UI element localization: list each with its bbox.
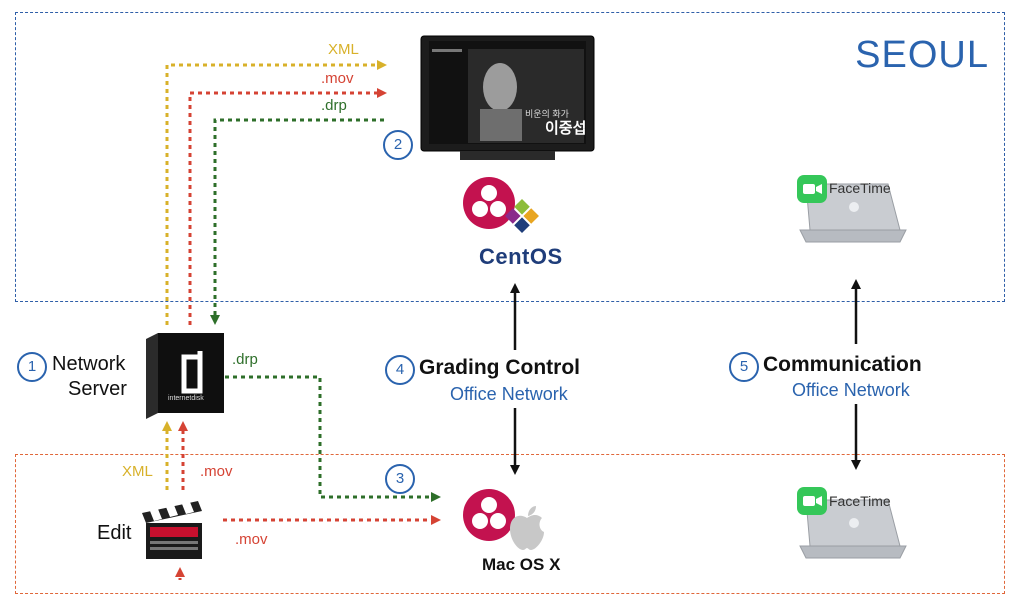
grading-control-title: Grading Control [419,356,580,379]
network-server-box: internetdisk [146,333,226,419]
final-cut-pro-logo [140,495,206,568]
facetime-label-bottom: FaceTime [829,493,891,509]
drp-label-middle: .drp [232,351,258,368]
facetime-laptop-bottom [796,486,908,571]
facetime-icon [797,487,827,515]
mov-label-edit-right: .mov [235,531,268,548]
communication-title: Communication [763,353,922,376]
apple-icon [510,506,544,550]
apple-logo [506,504,548,557]
step-5-badge: 5 [729,352,759,382]
mov-arrow-server-to-monitor [188,88,387,325]
network-server-label-line1: Network [52,353,126,375]
xml-label-top: XML [328,41,359,58]
network-server-label-line2: Server [68,378,127,400]
monitor-caption-small: 비운의 화가 [525,109,569,119]
centos-label: CentOS [479,244,563,269]
step-4-badge: 4 [385,355,415,385]
davinci-resolve-icon [463,177,515,229]
facetime-icon [797,175,827,203]
facetime-icon-bottom [797,487,827,520]
internetdisk-server-icon [146,333,224,419]
davinci-resolve-icon [463,489,515,541]
region-title-seoul: SEOUL [855,34,989,76]
xml-label-bottom: XML [122,463,153,480]
mov-label-top: .mov [321,70,354,87]
monitor-caption-large: 이중섭 [545,120,587,137]
centos-logo [502,196,542,241]
mov-label-edit-up: .mov [200,463,233,480]
drp-arrow-monitor-to-server [210,118,384,325]
facetime-laptop-top [796,170,908,255]
clapperboard-icon [142,501,202,559]
monitor-icon [420,35,595,160]
centos-icon [505,199,539,233]
grading-monitor: 비운의 화가 이중섭 [420,35,595,162]
drp-arrow-server-to-mac [225,375,441,502]
mac-os-x-label: Mac OS X [482,555,561,574]
connector-layer [162,60,861,580]
edit-label: Edit [97,522,132,544]
xml-arrow-server-to-monitor [165,60,387,325]
seoul-region-boundary [15,12,1005,302]
laptop-icon [799,183,907,243]
drp-label-top: .drp [321,97,347,114]
grading-control-subtitle: Office Network [450,384,568,404]
facetime-label-top: FaceTime [829,180,891,196]
communication-subtitle: Office Network [792,380,910,400]
step-2-badge: 2 [383,130,413,160]
step-1-badge: 1 [17,352,47,382]
laptop-icon [799,499,907,559]
step-3-badge: 3 [385,464,415,494]
resolve-logo-top [462,176,516,235]
facetime-icon-top [797,175,827,208]
server-box-text: internetdisk [168,395,204,402]
resolve-logo-bottom [462,488,516,547]
